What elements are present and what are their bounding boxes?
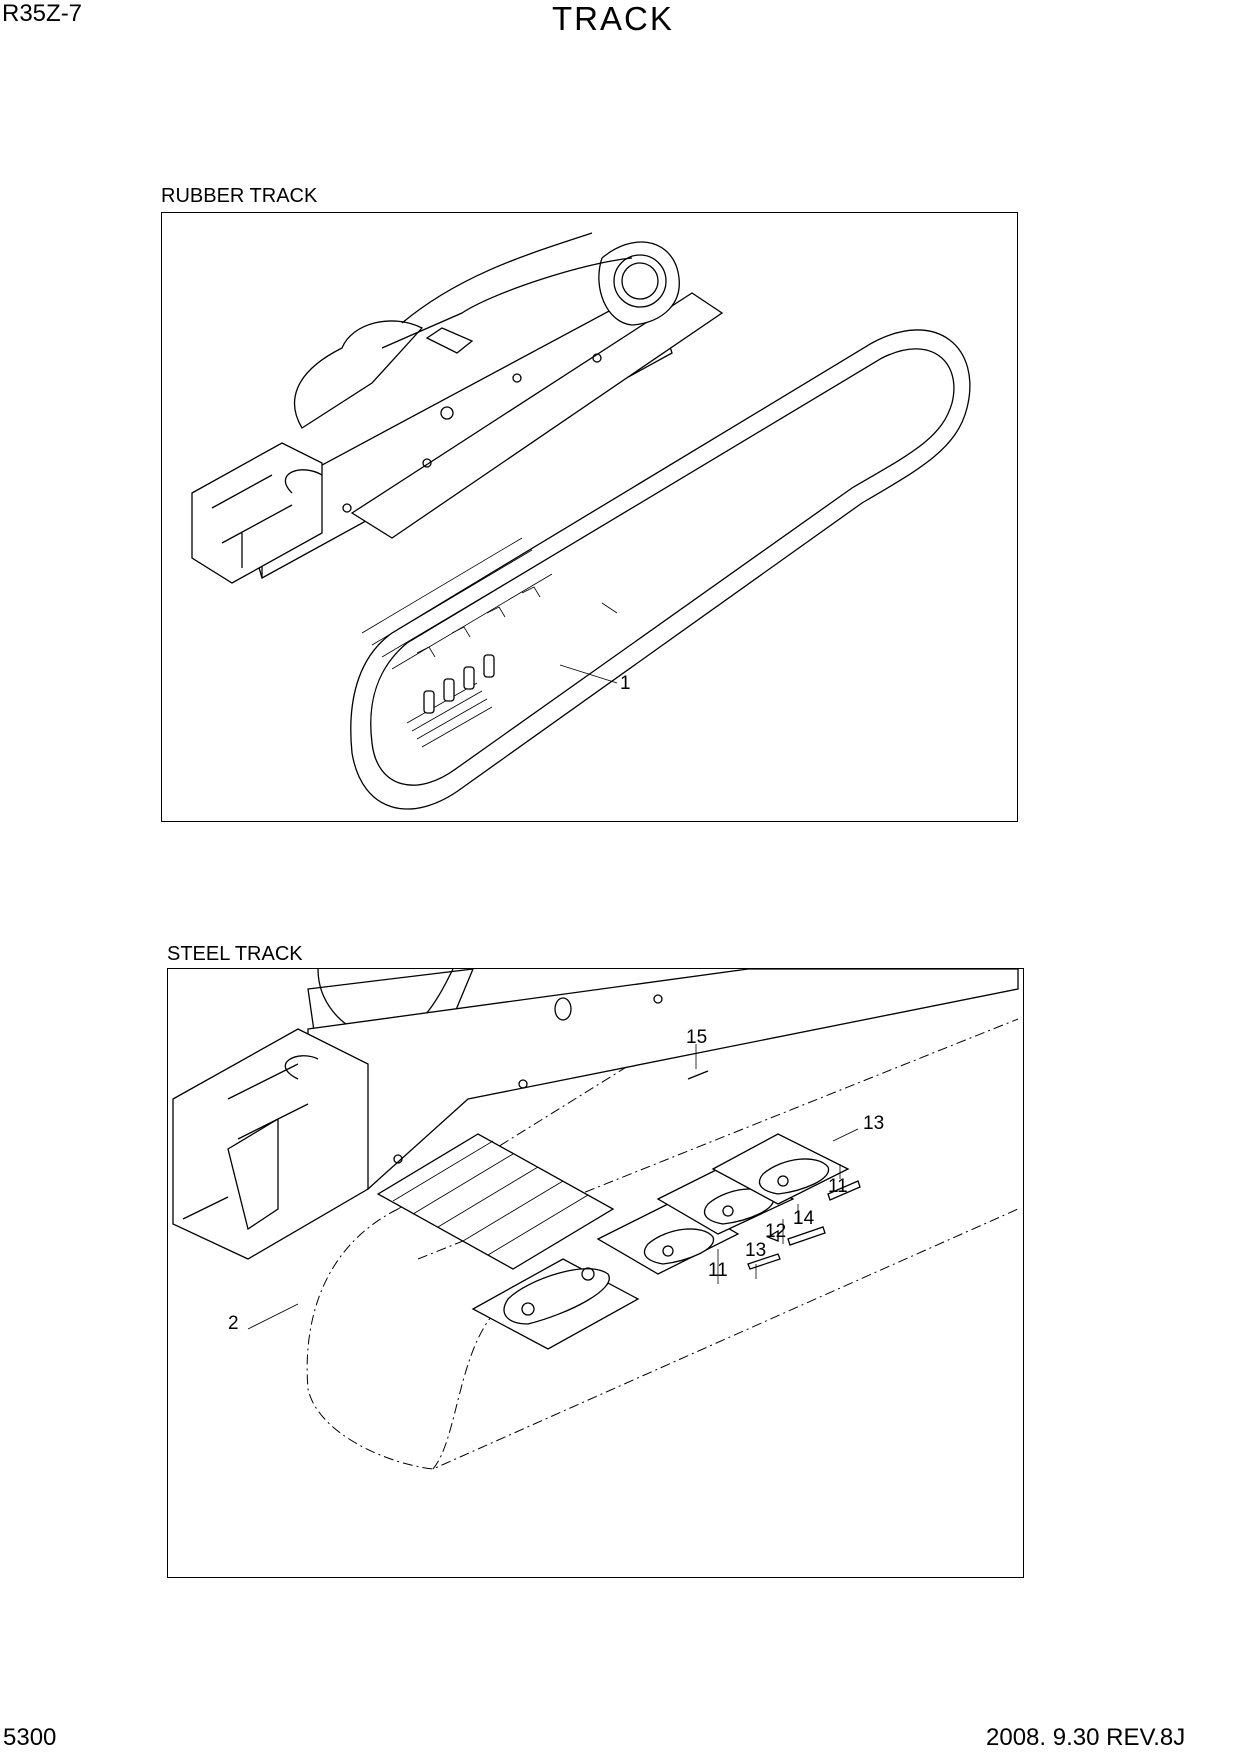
callout-13-upper: 13	[863, 1113, 884, 1134]
page-title: TRACK	[552, 0, 674, 37]
callout-14: 14	[793, 1208, 815, 1229]
callout-13-lower: 13	[745, 1240, 766, 1261]
steel-track-diagram: 15 13 11 14 12 13 11 2	[167, 968, 1024, 1578]
callout-11-lower: 11	[708, 1260, 728, 1281]
callout-leaders	[247, 1044, 859, 1330]
steel-track-drawing: 15 13 11 14 12 13 11 2	[172, 969, 1019, 1470]
callout-15: 15	[686, 1027, 707, 1048]
steel-track-label: STEEL TRACK	[167, 943, 303, 965]
callout-1: 1	[620, 673, 631, 694]
page-number: 5300	[3, 1724, 57, 1751]
rubber-track-label: RUBBER TRACK	[161, 185, 318, 207]
rubber-track-belt	[350, 329, 971, 810]
rubber-track-inner	[370, 348, 955, 786]
track-core-2	[443, 678, 455, 702]
model-code: R35Z-7	[2, 0, 83, 27]
track-frame	[191, 232, 724, 584]
rubber-track-drawing: 1	[191, 232, 971, 810]
track-frame	[172, 969, 1019, 1260]
callout-11-upper: 11	[828, 1176, 848, 1197]
chain-links	[471, 1133, 850, 1350]
track-core-1	[423, 690, 435, 714]
track-core-3	[463, 666, 475, 690]
callout-2: 2	[228, 1313, 239, 1334]
revision-info: 2008. 9.30 REV.8J	[986, 1724, 1186, 1751]
track-shoes-group	[376, 1133, 615, 1270]
callout-12: 12	[765, 1221, 786, 1242]
rubber-track-lugs	[361, 537, 553, 748]
rubber-track-diagram: 1	[161, 212, 1018, 822]
track-core-4	[483, 654, 495, 678]
